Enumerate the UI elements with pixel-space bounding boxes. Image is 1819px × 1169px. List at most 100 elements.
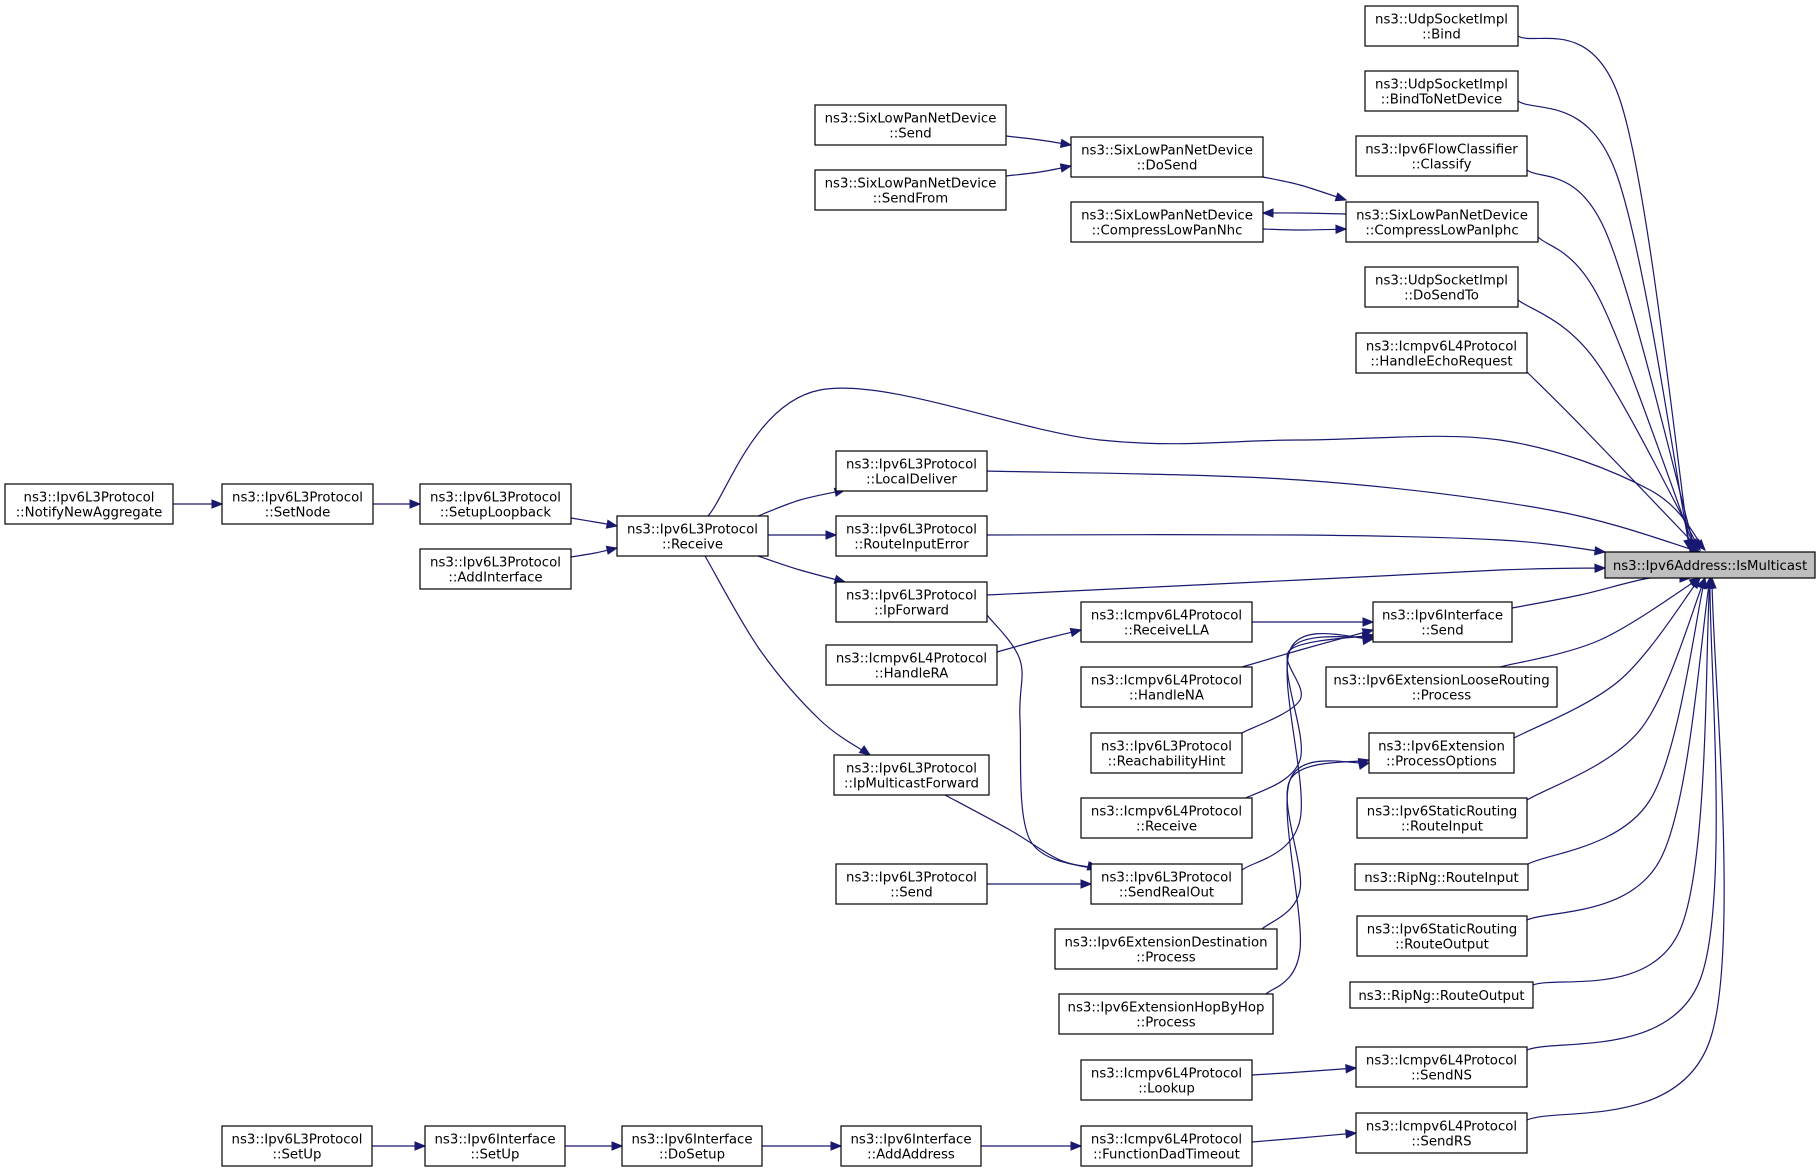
node-icmp-handle-ra[interactable]: ns3::Icmpv6L4Protocol::HandleRA: [825, 644, 998, 686]
node-label-line: ns3::RipNg::RouteOutput: [1358, 989, 1524, 1004]
node-label-line: ::DoSendTo: [1404, 289, 1479, 304]
node-l3-set-up[interactable]: ns3::Ipv6L3Protocol::SetUp: [221, 1125, 373, 1167]
node-icmp-receive[interactable]: ns3::Icmpv6L4Protocol::Receive: [1080, 797, 1253, 839]
node-box: [221, 1125, 373, 1167]
node-label-line: ns3::Ipv6Interface: [1382, 609, 1503, 624]
node-label-line: ::Process: [1136, 951, 1195, 966]
arrowhead-icon: [1707, 576, 1717, 589]
node-label-line: ns3::RipNg::RouteInput: [1364, 871, 1519, 886]
node-icmp-handle-na[interactable]: ns3::Icmpv6L4Protocol::HandleNA: [1080, 666, 1253, 708]
edge-line: [1241, 629, 1374, 668]
node-l3-add-interface[interactable]: ns3::Ipv6L3Protocol::AddInterface: [419, 548, 572, 590]
arrowhead-icon: [1080, 879, 1093, 889]
node-ext-destination[interactable]: ns3::Ipv6ExtensionDestination::Process: [1054, 928, 1278, 970]
node-l3-reachability-hint[interactable]: ns3::Ipv6L3Protocol::ReachabilityHint: [1090, 732, 1243, 774]
edge-udp-do-send-to-to-is-multicast: [1517, 299, 1701, 552]
node-icmp-send-rs[interactable]: ns3::Icmpv6L4Protocol::SendRS: [1355, 1112, 1528, 1154]
node-box: [419, 483, 572, 525]
node-icmp-send-ns[interactable]: ns3::Icmpv6L4Protocol::SendNS: [1355, 1046, 1528, 1088]
node-loose-routing[interactable]: ns3::Ipv6ExtensionLooseRouting::Process: [1325, 666, 1558, 708]
node-box: [1355, 135, 1528, 177]
node-label-line: ::DoSetup: [659, 1148, 725, 1163]
edge-line: [1262, 176, 1347, 201]
node-box: [835, 863, 988, 905]
node-iface-send[interactable]: ns3::Ipv6Interface::Send: [1372, 601, 1513, 643]
node-label-line: ns3::Icmpv6L4Protocol: [1091, 609, 1242, 624]
node-flow-classify[interactable]: ns3::Ipv6FlowClassifier::Classify: [1355, 135, 1528, 177]
edge-line: [1513, 577, 1701, 739]
node-l3-local-deliver[interactable]: ns3::Ipv6L3Protocol::LocalDeliver: [835, 450, 988, 492]
node-six-send-from[interactable]: ns3::SixLowPanNetDevice::SendFrom: [814, 169, 1007, 211]
node-box: [419, 548, 572, 590]
edge-icmp-handle-ra-to-icmp-receive-lla: [996, 627, 1083, 653]
node-iface-do-setup[interactable]: ns3::Ipv6Interface::DoSetup: [621, 1125, 763, 1167]
node-iface-add-address[interactable]: ns3::Ipv6Interface::AddAddress: [840, 1125, 982, 1167]
edge-iface-add-address-to-icmp-function-dad: [980, 1141, 1083, 1151]
edge-rip-route-output-to-is-multicast: [1532, 576, 1714, 986]
node-icmp-handle-echo[interactable]: ns3::Icmpv6L4Protocol::HandleEchoRequest: [1355, 332, 1528, 374]
node-l3-send-real-out[interactable]: ns3::Ipv6L3Protocol::SendRealOut: [1090, 863, 1243, 905]
node-label-line: ns3::Ipv6L3Protocol: [24, 491, 155, 506]
node-label-line: ns3::Icmpv6L4Protocol: [1091, 1067, 1242, 1082]
edge-six-send-from-to-six-do-send: [1005, 163, 1073, 177]
node-static-route-output[interactable]: ns3::Ipv6StaticRouting::RouteOutput: [1356, 915, 1528, 957]
node-label-line: ns3::Ipv6FlowClassifier: [1365, 143, 1518, 158]
node-iface-set-up[interactable]: ns3::Ipv6Interface::SetUp: [424, 1125, 566, 1167]
edge-l3-receive-to-is-multicast: [707, 387, 1706, 551]
node-label-line: ::Send: [889, 127, 931, 142]
node-label-line: ::SetupLoopback: [440, 506, 551, 521]
node-l3-ip-multicast-forward[interactable]: ns3::Ipv6L3Protocol::IpMulticastForward: [833, 754, 990, 796]
node-six-send[interactable]: ns3::SixLowPanNetDevice::Send: [814, 104, 1007, 146]
edge-icmp-lookup-to-icmp-send-ns: [1251, 1063, 1358, 1076]
edge-l3-notify-new-aggregate-to-l3-set-node: [173, 499, 224, 509]
node-box: [1058, 993, 1274, 1035]
node-box: [1090, 863, 1243, 905]
node-rip-route-output[interactable]: ns3::RipNg::RouteOutput: [1349, 981, 1534, 1009]
node-box: [1090, 732, 1243, 774]
node-static-route-input[interactable]: ns3::Ipv6StaticRouting::RouteInput: [1356, 797, 1528, 839]
edge-line: [1241, 634, 1374, 734]
node-six-do-send[interactable]: ns3::SixLowPanNetDevice::DoSend: [1070, 136, 1264, 178]
edge-iface-set-up-to-iface-do-setup: [564, 1141, 624, 1151]
node-six-compress-nhc[interactable]: ns3::SixLowPanNetDevice::CompressLowPanN…: [1070, 201, 1264, 243]
node-label-line: ::HandleRA: [875, 667, 949, 682]
node-ext-hop-by-hop[interactable]: ns3::Ipv6ExtensionHopByHop::Process: [1058, 993, 1274, 1035]
node-l3-route-input-error[interactable]: ns3::Ipv6L3Protocol::RouteInputError: [835, 515, 988, 557]
node-box: [621, 1125, 763, 1167]
edge-ext-destination-to-ext-process-options: [1261, 758, 1371, 930]
node-udp-do-send-to[interactable]: ns3::UdpSocketImpl::DoSendTo: [1364, 266, 1519, 308]
node-l3-send[interactable]: ns3::Ipv6L3Protocol::Send: [835, 863, 988, 905]
edge-six-compress-nhc-to-six-compress-iphc: [1262, 224, 1348, 234]
node-udp-bind-to-net-device[interactable]: ns3::UdpSocketImpl::BindToNetDevice: [1364, 70, 1519, 112]
node-l3-setup-loopback[interactable]: ns3::Ipv6L3Protocol::SetupLoopback: [419, 483, 572, 525]
node-l3-set-node[interactable]: ns3::Ipv6L3Protocol::SetNode: [221, 483, 374, 525]
node-icmp-lookup[interactable]: ns3::Icmpv6L4Protocol::Lookup: [1080, 1059, 1253, 1101]
node-udp-bind[interactable]: ns3::UdpSocketImpl::Bind: [1364, 5, 1519, 47]
node-icmp-function-dad[interactable]: ns3::Icmpv6L4Protocol::FunctionDadTimeou…: [1080, 1125, 1253, 1167]
node-l3-ip-forward[interactable]: ns3::Ipv6L3Protocol::IpForward: [835, 581, 988, 623]
edge-line: [757, 555, 846, 583]
arrowhead-icon: [1261, 208, 1274, 218]
node-box: [1080, 666, 1253, 708]
node-six-compress-iphc[interactable]: ns3::SixLowPanNetDevice::CompressLowPanI…: [1345, 201, 1539, 243]
node-l3-notify-new-aggregate[interactable]: ns3::Ipv6L3Protocol::NotifyNewAggregate: [4, 483, 174, 525]
node-label-line: ::IpForward: [874, 604, 949, 619]
node-label-line: ::SendNS: [1411, 1069, 1472, 1084]
edge-line: [1262, 228, 1347, 231]
edge-line: [944, 794, 1099, 869]
arrowhead-icon: [1070, 1141, 1083, 1151]
edge-line: [1241, 633, 1374, 871]
node-label-line: ::ReceiveLLA: [1124, 624, 1209, 639]
node-icmp-receive-lla[interactable]: ns3::Icmpv6L4Protocol::ReceiveLLA: [1080, 601, 1253, 643]
node-rip-route-input[interactable]: ns3::RipNg::RouteInput: [1354, 863, 1529, 891]
arrowhead-icon: [1357, 760, 1371, 770]
edge-l3-receive-to-l3-local-deliver: [757, 487, 847, 517]
node-label-line: ns3::Ipv6Extension: [1378, 740, 1505, 755]
edge-six-do-send-to-six-compress-iphc: [1262, 176, 1348, 202]
edge-l3-send-real-out-to-iface-send: [1241, 633, 1375, 871]
node-l3-receive[interactable]: ns3::Ipv6L3Protocol::Receive: [616, 515, 769, 557]
node-box: [814, 169, 1007, 211]
node-ext-process-options[interactable]: ns3::Ipv6Extension::ProcessOptions: [1368, 732, 1515, 774]
node-box: [1372, 601, 1513, 643]
